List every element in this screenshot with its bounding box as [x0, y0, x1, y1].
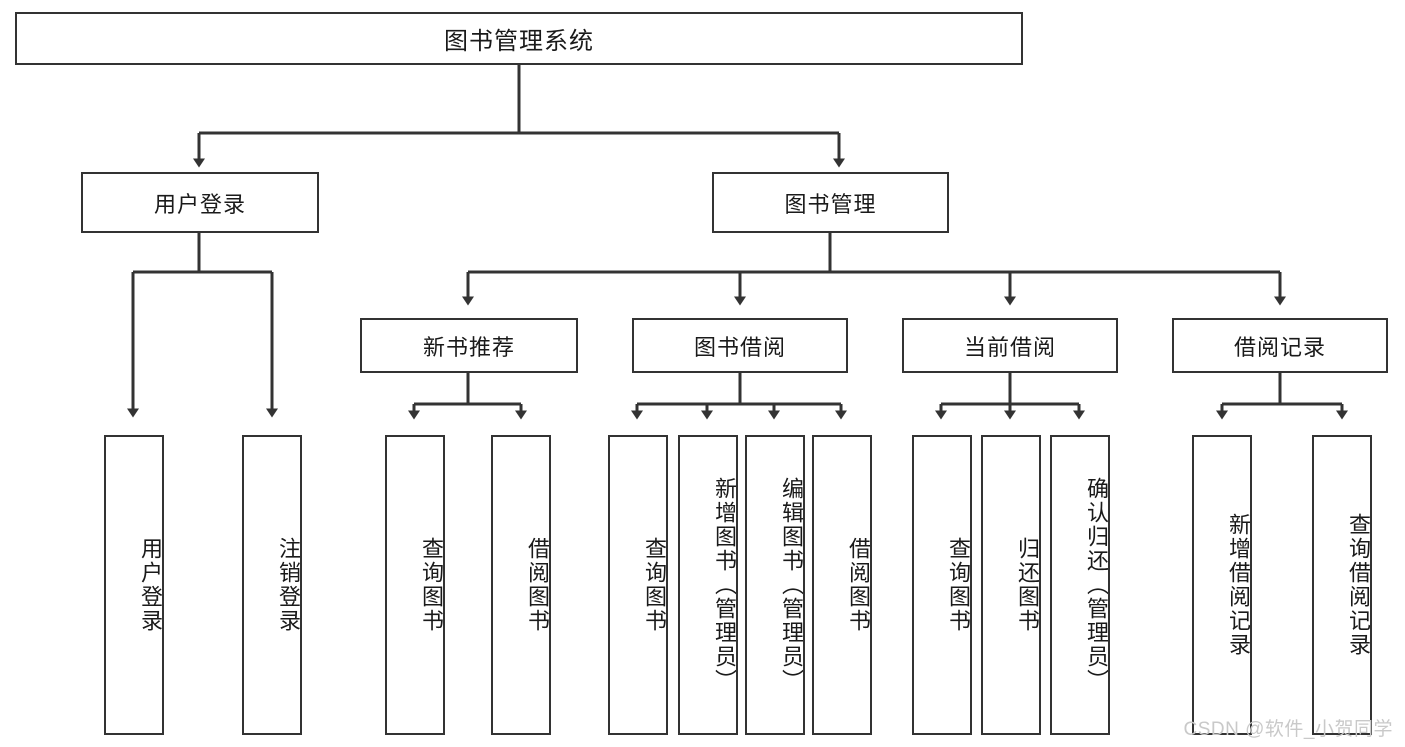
leaf-query-record-label: 查询借阅记录 [1346, 513, 1371, 657]
leaf-query-book-3-label: 查询图书 [946, 537, 971, 633]
node-book-management[interactable]: 图书管理 [712, 172, 949, 233]
node-book-borrow-label: 图书借阅 [693, 334, 786, 360]
watermark: CSDN @软件_小贺同学 [1183, 719, 1393, 740]
leaf-add-book-label: 新增图书（管理员） [712, 477, 737, 693]
leaf-query-book-3[interactable]: 查询图书 [912, 435, 972, 735]
leaf-query-record[interactable]: 查询借阅记录 [1312, 435, 1372, 735]
node-borrow-record[interactable]: 借阅记录 [1172, 318, 1388, 373]
leaf-logout-login-label: 注销登录 [276, 537, 301, 633]
node-current-borrow[interactable]: 当前借阅 [902, 318, 1118, 373]
node-book-management-label: 图书管理 [784, 191, 877, 217]
leaf-confirm-return[interactable]: 确认归还（管理员） [1050, 435, 1110, 735]
node-current-borrow-label: 当前借阅 [963, 334, 1056, 360]
leaf-borrow-book-1[interactable]: 借阅图书 [491, 435, 551, 735]
leaf-user-login-label: 用户登录 [138, 537, 163, 633]
leaf-add-record-label: 新增借阅记录 [1226, 513, 1251, 657]
node-new-book-recommend[interactable]: 新书推荐 [360, 318, 578, 373]
leaf-confirm-return-label: 确认归还（管理员） [1084, 477, 1109, 693]
leaf-logout-login[interactable]: 注销登录 [242, 435, 302, 735]
leaf-add-book[interactable]: 新增图书（管理员） [678, 435, 738, 735]
node-root[interactable]: 图书管理系统 [15, 12, 1023, 65]
node-book-borrow[interactable]: 图书借阅 [632, 318, 848, 373]
node-new-book-recommend-label: 新书推荐 [422, 334, 515, 360]
leaf-edit-book-label: 编辑图书（管理员） [779, 477, 804, 693]
node-user-login-label: 用户登录 [153, 191, 246, 217]
leaf-borrow-book-2[interactable]: 借阅图书 [812, 435, 872, 735]
leaf-query-book-1-label: 查询图书 [419, 537, 444, 633]
leaf-add-record[interactable]: 新增借阅记录 [1192, 435, 1252, 735]
leaf-return-book-label: 归还图书 [1015, 537, 1040, 633]
leaf-borrow-book-1-label: 借阅图书 [525, 537, 550, 633]
leaf-query-book-1[interactable]: 查询图书 [385, 435, 445, 735]
leaf-query-book-2[interactable]: 查询图书 [608, 435, 668, 735]
node-user-login[interactable]: 用户登录 [81, 172, 319, 233]
node-root-label: 图书管理系统 [444, 28, 594, 55]
node-borrow-record-label: 借阅记录 [1233, 334, 1326, 360]
leaf-return-book[interactable]: 归还图书 [981, 435, 1041, 735]
leaf-edit-book[interactable]: 编辑图书（管理员） [745, 435, 805, 735]
leaf-user-login[interactable]: 用户登录 [104, 435, 164, 735]
leaf-query-book-2-label: 查询图书 [642, 537, 667, 633]
leaf-borrow-book-2-label: 借阅图书 [846, 537, 871, 633]
